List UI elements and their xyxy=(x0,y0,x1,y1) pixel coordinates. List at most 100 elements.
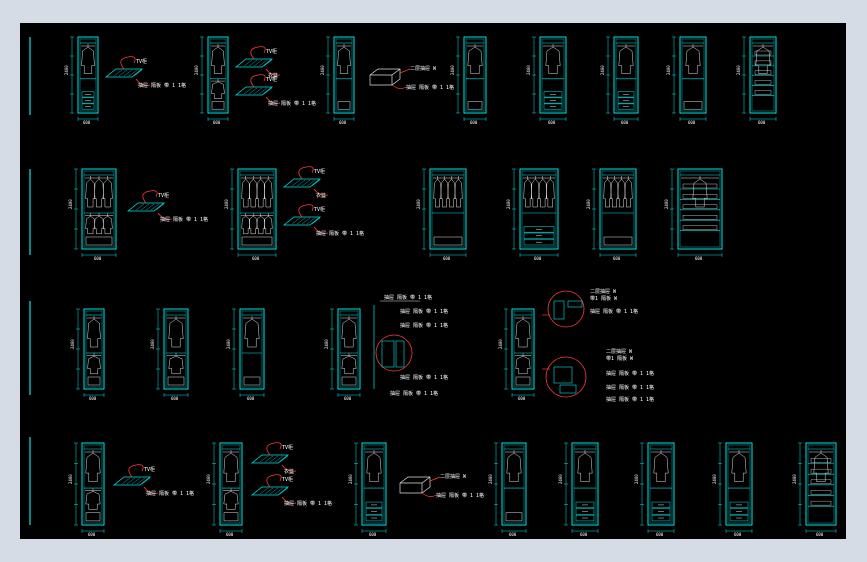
drawer-front xyxy=(729,508,749,515)
garment-icon xyxy=(102,178,113,208)
tray-grid-line xyxy=(259,455,269,463)
wardrobe-outline xyxy=(749,36,777,114)
base-storage xyxy=(87,376,101,386)
wardrobe-outline xyxy=(519,168,559,250)
garment-icon xyxy=(94,215,104,235)
tray-grid-line xyxy=(113,69,123,77)
wardrobe-inner-outline xyxy=(807,444,835,524)
tray-label: TV柜 xyxy=(144,466,155,473)
tray-label: TV柜 xyxy=(282,444,293,451)
detail-note: 抽屉 隔板 带 1 1格 xyxy=(590,308,638,315)
folded-item xyxy=(754,70,772,75)
tray-grid-line xyxy=(248,87,258,95)
width-dimension-text: 600 xyxy=(621,120,629,125)
wardrobe-inner-outline xyxy=(209,38,227,112)
garment-icon xyxy=(85,178,96,208)
drawer-front xyxy=(543,91,563,98)
width-dimension-text: 600 xyxy=(88,532,96,537)
detail-note-bottom: 抽屉 隔板 带 1 1格 xyxy=(390,390,438,397)
wardrobe-inner-outline xyxy=(79,38,97,112)
height-dimension-text: 2400 xyxy=(226,339,231,349)
garment-icon xyxy=(81,46,95,74)
height-dimension-text: 2400 xyxy=(450,65,455,75)
height-dimension-text: 2400 xyxy=(348,474,353,484)
detail-note: 带1 隔板 W xyxy=(606,355,634,362)
garment-icon xyxy=(248,215,258,235)
shelf-note-label: 抽屉 隔板 带 1 1格 xyxy=(268,100,316,107)
garment-icon xyxy=(610,178,619,208)
garment-icon xyxy=(515,355,531,375)
detail-note: 抽屉 隔板 带 1 1格 xyxy=(400,322,448,329)
height-dimension-text: 2400 xyxy=(416,199,421,209)
garment-icon xyxy=(337,46,351,74)
drawer-box-outline xyxy=(399,476,431,494)
garment-icon xyxy=(211,81,225,99)
drawer-label: 二层抽屉 W xyxy=(440,473,467,480)
folded-item xyxy=(754,50,772,56)
drawer-label: 二层抽屉 W xyxy=(410,65,437,72)
width-dimension-text: 600 xyxy=(369,532,377,537)
tray-grid-line xyxy=(121,477,131,485)
wardrobe-inner-outline xyxy=(339,310,359,388)
height-dimension-text: 2400 xyxy=(488,474,493,484)
height-dimension-text: 2400 xyxy=(320,65,325,75)
leader-arc xyxy=(265,68,281,76)
drawer-front xyxy=(575,514,595,522)
drawer-box-outline xyxy=(369,68,401,86)
tray-grid-line xyxy=(279,455,289,463)
garment-icon xyxy=(94,178,104,208)
drawer-front xyxy=(523,239,555,246)
height-dimension-text: 2400 xyxy=(150,339,155,349)
width-dimension-text: 600 xyxy=(534,256,542,261)
width-dimension-text: 600 xyxy=(213,120,221,125)
wardrobe-outline xyxy=(647,442,675,526)
shelf-note-label: 抽屉 隔板 带 1 1格 xyxy=(160,216,208,223)
width-dimension-text: 600 xyxy=(443,256,451,261)
drawer-front xyxy=(729,501,749,509)
height-dimension-text: 2400 xyxy=(526,65,531,75)
width-dimension-text: 600 xyxy=(613,256,621,261)
leader-arc xyxy=(391,84,407,89)
tray-grid-line xyxy=(269,487,279,495)
drawer-front xyxy=(651,501,671,509)
height-dimension-text: 2400 xyxy=(558,474,563,484)
garment-icon xyxy=(168,355,184,375)
drawer-box-r4: 二层抽屉 W抽屉 隔板 带 1 1格 xyxy=(399,473,484,499)
tray-grid-line xyxy=(306,217,316,225)
height-dimension-text: 2400 xyxy=(64,65,69,75)
wardrobe-outline xyxy=(539,36,567,114)
drawer-front xyxy=(81,103,95,110)
leader-arc xyxy=(281,496,297,504)
wardrobe-inner-outline xyxy=(165,310,187,388)
wardrobe-inner-outline xyxy=(649,444,673,524)
detail-circle xyxy=(547,290,585,328)
garment-icon xyxy=(618,46,634,74)
tray-grid-line xyxy=(141,477,151,485)
garment-icon xyxy=(341,318,357,348)
tray-outline xyxy=(282,216,322,226)
tray-grid-line xyxy=(279,487,289,495)
shelf-note-label: 抽屉 隔板 带 1 1格 xyxy=(138,82,186,89)
base-storage xyxy=(243,376,261,386)
tray-grid-line xyxy=(243,87,253,95)
detail-note: 带1 隔板 W xyxy=(590,295,618,302)
garment-icon xyxy=(624,178,633,208)
wardrobe-inner-outline xyxy=(239,170,275,248)
width-dimension-text: 600 xyxy=(758,120,766,125)
garment-icon xyxy=(87,318,101,348)
garment-icon xyxy=(341,355,357,375)
tray-grid-line xyxy=(264,455,274,463)
height-dimension-text: 2400 xyxy=(68,199,73,209)
